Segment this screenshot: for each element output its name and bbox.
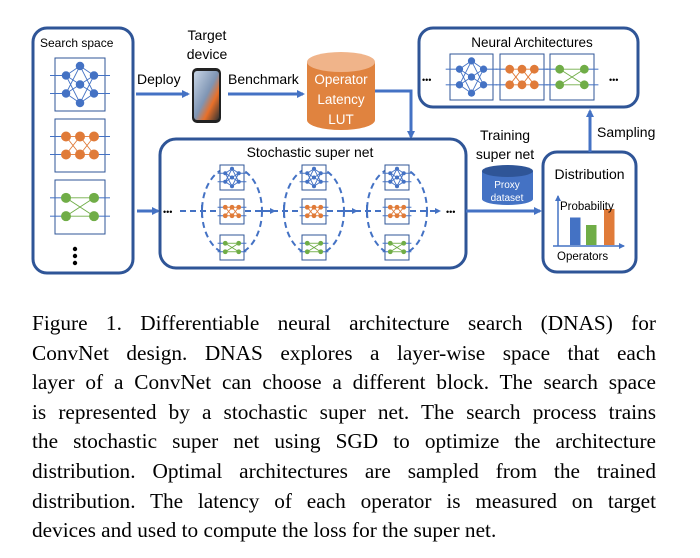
caption-line: Figure 1. Differentiable neural architec… bbox=[32, 311, 656, 335]
caption-line: distribution. The latency of each operat… bbox=[32, 488, 656, 513]
caption-line: layer of a ConvNet can choose a differen… bbox=[32, 370, 656, 395]
caption-line: devices and used to compute the loss for… bbox=[32, 518, 497, 543]
green-block-icon bbox=[217, 234, 247, 261]
green-block-icon bbox=[545, 53, 599, 101]
green-block-icon bbox=[382, 234, 412, 261]
benchmark-label: Benchmark bbox=[228, 71, 300, 87]
arch-ellipsis-right: ••• bbox=[609, 75, 618, 85]
blue-block-icon bbox=[382, 164, 412, 191]
sampling-label: Sampling bbox=[597, 124, 655, 140]
super-net-layer bbox=[262, 164, 358, 261]
orange-block-icon bbox=[299, 198, 329, 225]
search-space-title: Search space bbox=[40, 36, 114, 50]
deploy-label: Deploy bbox=[137, 71, 181, 87]
super-net-layers bbox=[180, 164, 441, 261]
proxy-dataset-database-icon bbox=[482, 165, 533, 205]
green-block-icon bbox=[50, 179, 110, 235]
caption-line: is represented by a stochastic super net… bbox=[32, 399, 656, 424]
figure-caption: Figure 1. Differentiable neural architec… bbox=[32, 309, 656, 546]
blue-block-icon bbox=[217, 164, 247, 191]
super-net-layer bbox=[345, 164, 441, 261]
operators-label: Operators bbox=[557, 251, 608, 263]
caption-line: ConvNet design. DNAS explores a layer-wi… bbox=[32, 340, 656, 365]
super-net-layer bbox=[180, 164, 276, 261]
orange-block-icon bbox=[50, 118, 110, 173]
phone-icon bbox=[192, 68, 221, 123]
distribution-bar bbox=[586, 225, 597, 245]
super-net-ellipsis-right: ••• bbox=[446, 207, 455, 217]
vertical-ellipsis-icon bbox=[72, 246, 78, 266]
neural-architectures-title: Neural Architectures bbox=[471, 35, 593, 50]
blue-block-icon bbox=[299, 164, 329, 191]
search-space-blocks bbox=[50, 57, 110, 235]
blue-block-icon bbox=[50, 57, 110, 112]
super-net-title: Stochastic super net bbox=[247, 144, 374, 160]
super-net-ellipsis-left: ••• bbox=[163, 207, 172, 217]
caption-line: the stochastic super net using SGD to op… bbox=[32, 429, 656, 454]
arch-ellipsis-left: ••• bbox=[422, 75, 431, 85]
neural-architecture-blocks bbox=[445, 53, 599, 101]
latency-lut-database-icon bbox=[307, 52, 375, 130]
distribution-bar bbox=[604, 209, 615, 245]
distribution-bars bbox=[570, 209, 615, 245]
green-block-icon bbox=[299, 234, 329, 261]
orange-block-icon bbox=[217, 198, 247, 225]
blue-block-icon bbox=[445, 53, 498, 101]
caption-line: distribution. Optimal architectures are … bbox=[32, 458, 656, 483]
distribution-bar bbox=[570, 217, 581, 245]
orange-block-icon bbox=[382, 198, 412, 225]
distribution-title: Distribution bbox=[554, 166, 624, 182]
lut-to-supernet-arrow bbox=[375, 89, 415, 139]
probability-label: Probability bbox=[560, 201, 614, 213]
orange-block-icon bbox=[495, 53, 549, 101]
